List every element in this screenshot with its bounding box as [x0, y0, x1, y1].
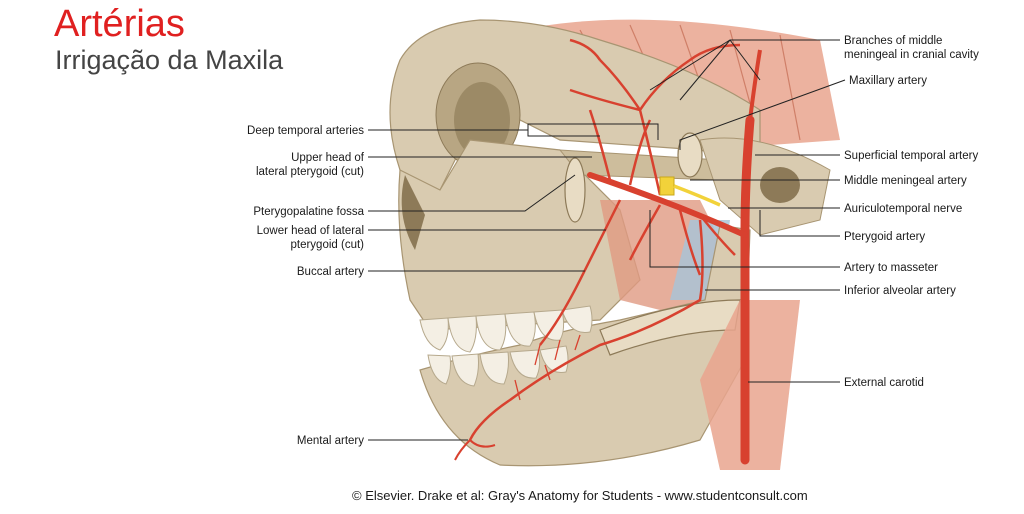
- label-maxillary-artery: Maxillary artery: [849, 75, 927, 87]
- right-leader-lines: [649, 39, 846, 383]
- label-pterygoid-artery: Pterygoid artery: [844, 231, 925, 243]
- label-mental-artery: Mental artery: [297, 435, 364, 447]
- mental-artery: [454, 439, 496, 461]
- cut-zygomatic: [677, 132, 703, 178]
- orbit-inner: [454, 82, 510, 158]
- dental-branches: [514, 334, 581, 401]
- page-subtitle: Irrigação da Maxila: [55, 45, 284, 75]
- label-lower-head-lateral-pterygoid-line1: Lower head of lateral: [257, 225, 364, 237]
- page-title: Artérias: [54, 3, 185, 45]
- label-external-carotid: External carotid: [844, 377, 924, 389]
- copyright-credit: © Elsevier. Drake et al: Gray's Anatomy …: [352, 488, 808, 503]
- buccal-artery: [539, 199, 622, 346]
- label-branches-middle-meningeal-line1: Branches of middle: [844, 35, 942, 47]
- maxillary-artery: [587, 172, 748, 238]
- label-auriculotemporal-nerve: Auriculotemporal nerve: [844, 203, 962, 215]
- superficial-temporal-artery: [748, 49, 762, 121]
- left-leader-lines: [368, 123, 659, 441]
- label-upper-head-lateral-pterygoid-line1: Upper head of: [291, 152, 365, 164]
- label-pterygopalatine-fossa: Pterygopalatine fossa: [253, 206, 364, 218]
- nasal-aperture: [401, 175, 425, 250]
- external-carotid-artery: [740, 115, 755, 465]
- label-inferior-alveolar-artery: Inferior alveolar artery: [844, 285, 956, 297]
- label-deep-temporal-arteries: Deep temporal arteries: [247, 125, 364, 137]
- label-lower-head-lateral-pterygoid-line2: pterygoid (cut): [290, 239, 364, 251]
- label-buccal-artery: Buccal artery: [297, 266, 364, 278]
- label-superficial-temporal-artery: Superficial temporal artery: [844, 150, 978, 162]
- auriculotemporal-nerve: [673, 184, 721, 207]
- neck-muscle: [700, 300, 800, 470]
- label-branches-middle-meningeal-line2: meningeal in cranial cavity: [844, 49, 979, 61]
- upper-teeth: [419, 305, 593, 353]
- label-middle-meningeal-artery: Middle meningeal artery: [844, 175, 967, 187]
- label-upper-head-lateral-pterygoid-line2: lateral pterygoid (cut): [256, 166, 364, 178]
- pterygoid-branches: [628, 204, 736, 276]
- cut-coronoid: [564, 157, 586, 223]
- external-acoustic-meatus: [760, 167, 800, 203]
- label-artery-to-masseter: Artery to masseter: [844, 262, 938, 274]
- nerve-cut-block: [659, 176, 675, 196]
- inferior-alveolar-artery: [468, 219, 704, 441]
